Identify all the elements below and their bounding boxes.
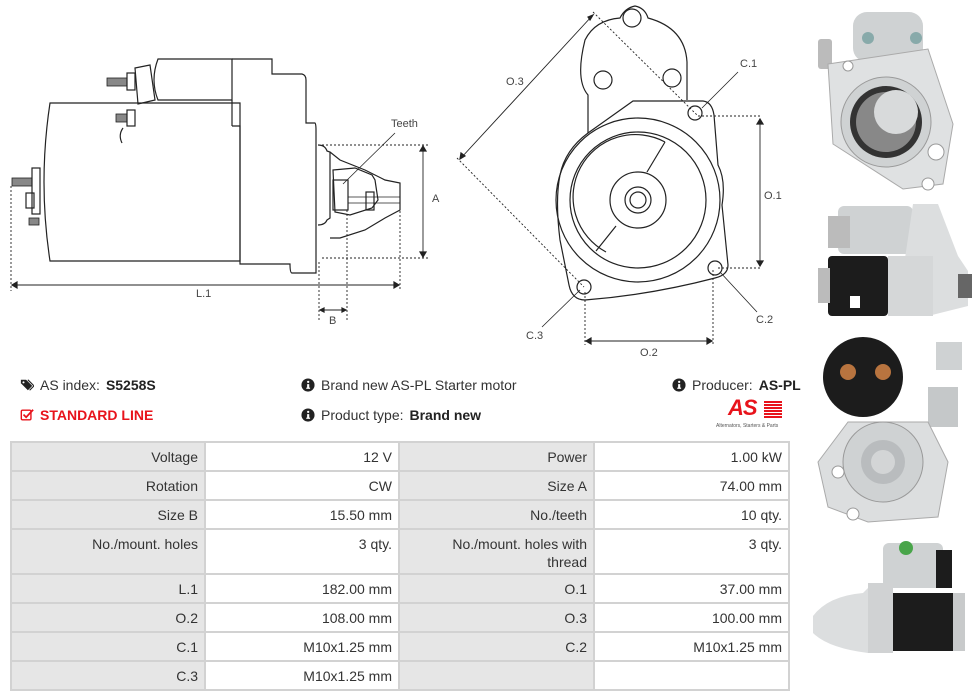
spec-value: 12 V	[204, 441, 400, 472]
hole-c2-label: C.2	[756, 314, 774, 326]
spec-value	[593, 660, 790, 691]
logo-tagline: Alternators, Starters & Parts	[716, 423, 779, 429]
spec-label: C.1	[10, 631, 206, 662]
standard-line-badge: STANDARD LINE	[20, 407, 153, 423]
dimension-o2-label: O.2	[640, 347, 658, 359]
logo-text: AS	[728, 395, 758, 420]
hole-c1-label: C.1	[740, 58, 758, 70]
product-photo-front[interactable]	[808, 4, 973, 194]
dimension-b-label: B	[329, 315, 337, 327]
as-index-value: S5258S	[105, 377, 156, 393]
producer: Producer: AS-PL	[672, 377, 801, 393]
table-row: L.1 182.00 mm O.1 37.00 mm	[10, 573, 790, 604]
spec-label: No./mount. holes	[10, 528, 206, 575]
spec-value: 15.50 mm	[204, 499, 400, 530]
spec-value: 182.00 mm	[204, 573, 400, 604]
spec-label	[398, 660, 595, 691]
checkbox-checked-icon	[20, 409, 34, 421]
tags-icon	[20, 379, 34, 391]
spec-value: M10x1.25 mm	[204, 660, 400, 691]
table-row: C.1 M10x1.25 mm C.2 M10x1.25 mm	[10, 631, 790, 662]
spec-value: 1.00 kW	[593, 441, 790, 472]
spec-label: C.2	[398, 631, 595, 662]
table-row: Size B 15.50 mm No./teeth 10 qty.	[10, 499, 790, 530]
producer-value: AS-PL	[758, 377, 801, 393]
table-row: Voltage 12 V Power 1.00 kW	[10, 441, 790, 472]
spec-label: No./mount. holes with thread	[398, 528, 595, 575]
standard-line-label: STANDARD LINE	[40, 407, 154, 423]
product-type-value: Brand new	[409, 407, 482, 423]
spec-label: No./teeth	[398, 499, 595, 530]
product-type: Product type: Brand new	[301, 407, 481, 423]
table-row: No./mount. holes 3 qty. No./mount. holes…	[10, 528, 790, 575]
spec-value: CW	[204, 470, 400, 501]
table-row: Rotation CW Size A 74.00 mm	[10, 470, 790, 501]
spec-value: M10x1.25 mm	[204, 631, 400, 662]
front-view-diagram: O.3 C.1 O.1 C.2 C.3 O.2	[450, 0, 800, 360]
dimension-a-label: A	[432, 193, 440, 205]
info-circle-icon	[672, 378, 686, 392]
spec-value: 74.00 mm	[593, 470, 790, 501]
product-photo-side-left[interactable]	[808, 196, 973, 326]
table-row: O.2 108.00 mm O.3 100.00 mm	[10, 602, 790, 633]
spec-label: Size B	[10, 499, 206, 530]
description-text: Brand new AS-PL Starter motor	[321, 377, 517, 393]
table-row: C.3 M10x1.25 mm	[10, 660, 790, 691]
dimension-o1-label: O.1	[764, 190, 782, 202]
spec-label: Rotation	[10, 470, 206, 501]
product-photo-rear[interactable]	[808, 332, 973, 532]
logo-stripes	[764, 401, 782, 418]
spec-value: 10 qty.	[593, 499, 790, 530]
spec-label: Size A	[398, 470, 595, 501]
motor-body	[43, 102, 241, 262]
info-circle-icon	[301, 378, 315, 392]
spec-value: 3 qty.	[204, 528, 400, 575]
side-view-diagram: Teeth A L.1 B	[0, 40, 450, 340]
hole-c3-label: C.3	[526, 330, 544, 342]
product-photo-side-right[interactable]	[808, 538, 973, 688]
teeth-label: Teeth	[391, 118, 418, 130]
spec-label: Power	[398, 441, 595, 472]
spec-value: 108.00 mm	[204, 602, 400, 633]
dimension-o3-label: O.3	[506, 76, 524, 88]
spec-label: O.3	[398, 602, 595, 633]
spec-value: 100.00 mm	[593, 602, 790, 633]
product-type-label: Product type:	[321, 407, 404, 423]
as-index: AS index: S5258S	[20, 377, 156, 393]
dimension-l1-label: L.1	[196, 288, 212, 300]
spec-value: 3 qty.	[593, 528, 790, 575]
spec-label: C.3	[10, 660, 206, 691]
spec-value: 37.00 mm	[593, 573, 790, 604]
spec-label: Voltage	[10, 441, 206, 472]
product-description: Brand new AS-PL Starter motor	[301, 377, 517, 393]
solenoid-body	[153, 58, 233, 101]
spec-label: O.2	[10, 602, 206, 633]
info-circle-icon	[301, 408, 315, 422]
as-pl-logo: AS Alternators, Starters & Parts	[714, 395, 794, 434]
as-index-label: AS index:	[40, 377, 100, 393]
producer-label: Producer:	[692, 377, 753, 393]
spec-label: L.1	[10, 573, 206, 604]
specifications-table: Voltage 12 V Power 1.00 kW Rotation CW S…	[10, 441, 790, 691]
spec-value: M10x1.25 mm	[593, 631, 790, 662]
spec-label: O.1	[398, 573, 595, 604]
